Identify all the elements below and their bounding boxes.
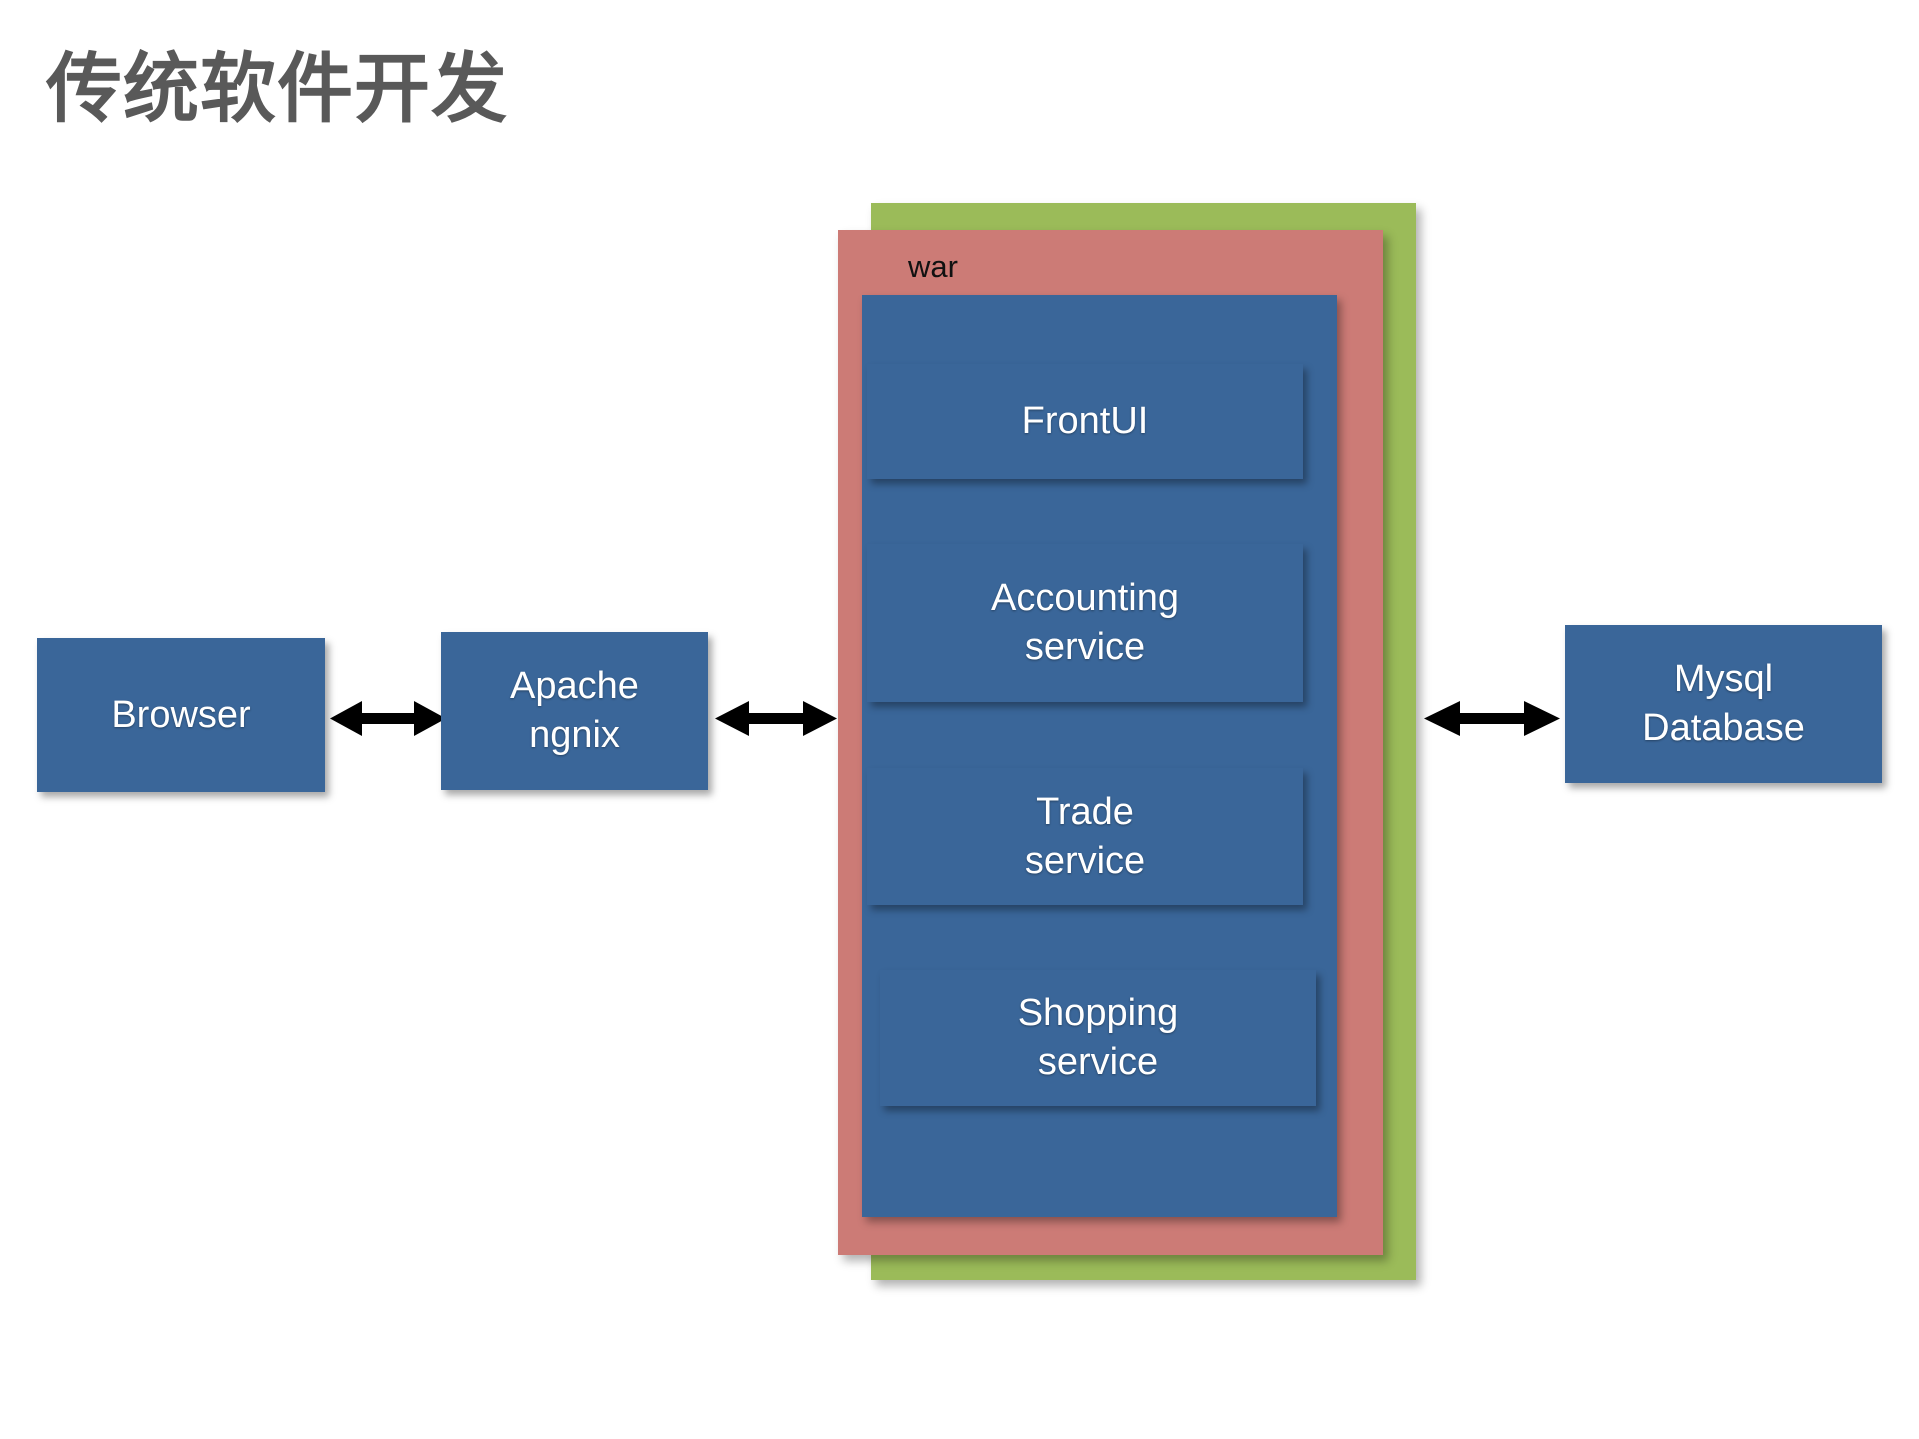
service-box-accounting[interactable]: Accounting service [867,544,1303,702]
connector-browser-to-webserver [330,690,446,746]
service-label-trade-line2: service [1024,839,1146,882]
service-label-shopping-line2: service [1037,1041,1159,1083]
node-web-server[interactable]: Apache ngnix [441,632,708,790]
service-label-trade-line1: Trade [1036,790,1134,833]
node-browser[interactable]: Browser [37,638,325,792]
war-label: war [908,249,958,284]
connector-webserver-to-appserver [715,690,837,746]
service-label-accounting-line1: Accounting [990,577,1179,620]
service-box-trade[interactable]: Trade service [867,768,1303,905]
node-web-server-label-line1: Apache [510,665,639,708]
node-database[interactable]: Mysql Database [1565,625,1882,783]
node-database-label-line2: Database [1642,707,1805,749]
node-web-server-label-line2: ngnix [529,714,620,756]
node-browser-label: Browser [111,693,251,736]
service-label-accounting-line2: service [1024,626,1146,668]
node-database-label-line1: Mysql [1673,658,1774,701]
page-title: 传统软件开发 [46,47,508,132]
service-box-shopping[interactable]: Shopping service [880,970,1316,1106]
service-label-shopping-line1: Shopping [1017,992,1179,1035]
service-box-frontui[interactable]: FrontUI [867,364,1303,479]
connector-appserver-to-database [1424,690,1560,746]
service-label-frontui-line1: FrontUI [1021,400,1149,443]
